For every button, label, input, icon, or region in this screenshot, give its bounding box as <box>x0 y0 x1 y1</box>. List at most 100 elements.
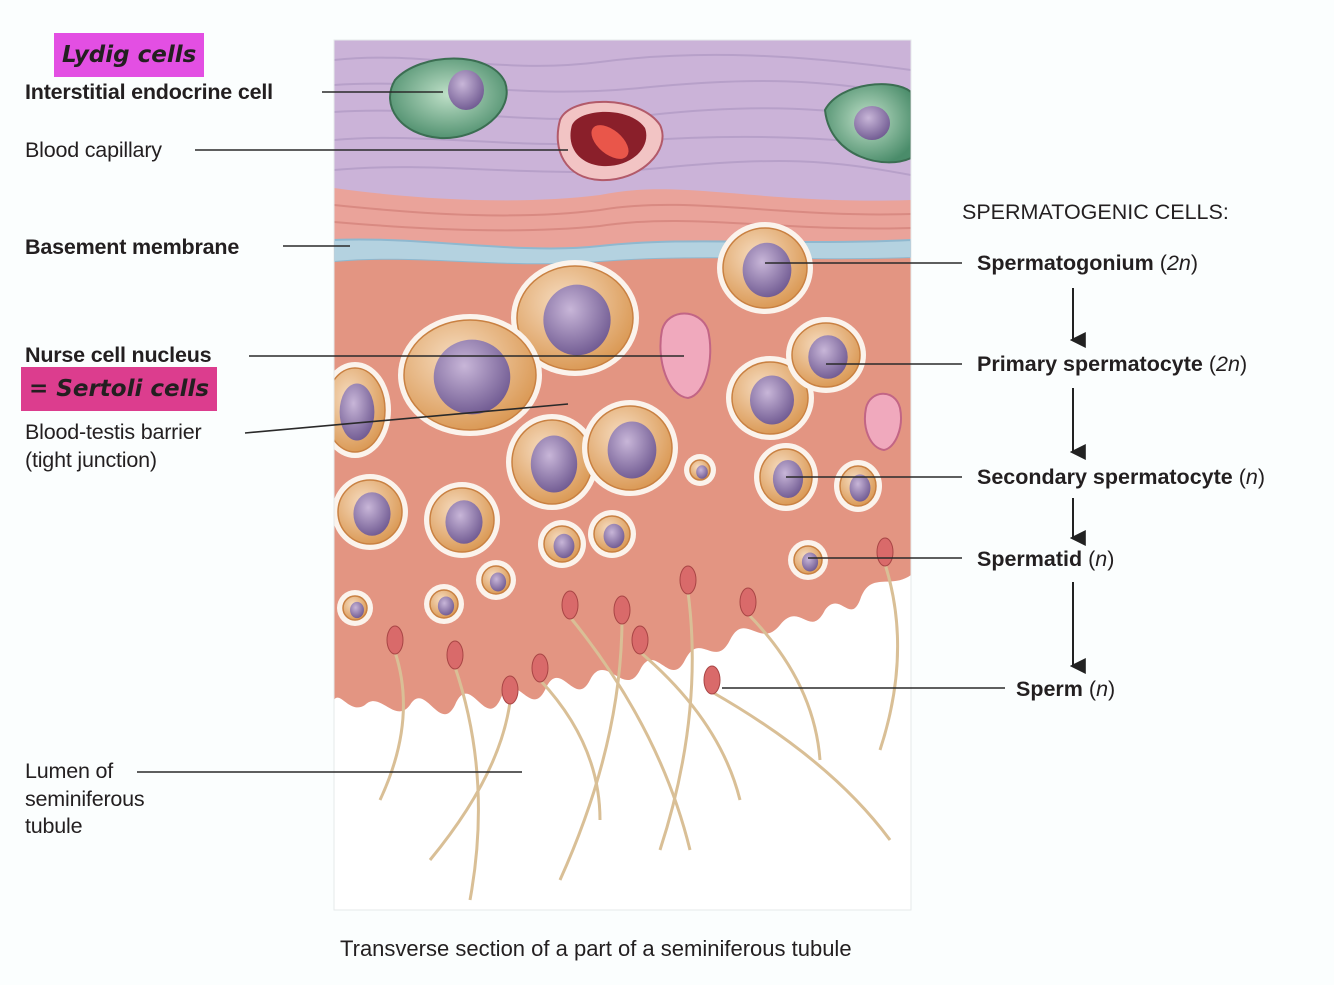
tissue-section <box>334 40 911 910</box>
germ-cell-nucleus <box>353 492 391 536</box>
label-lumen-line1: Lumen of <box>25 759 114 783</box>
sperm-tail <box>639 650 742 801</box>
sperm-head <box>501 675 519 705</box>
stage-secondary-spermatocyte: Secondary spermatocyte (n) <box>977 465 1265 490</box>
label-lumen-line2: seminiferous <box>25 787 145 811</box>
sperm-cell <box>558 595 631 881</box>
stage-ploidy: (2n) <box>1159 251 1199 275</box>
stage-name: Spermatogonium <box>977 251 1154 275</box>
germ-cell <box>588 510 636 558</box>
germ-cell-nucleus <box>603 523 625 549</box>
label-basement-membrane: Basement membrane <box>25 235 240 259</box>
germ-cell-nucleus <box>772 459 804 499</box>
sperm-head <box>631 625 649 655</box>
leader-lines <box>137 91 1005 773</box>
sperm-tail <box>378 651 405 801</box>
sperm-tail <box>453 666 480 901</box>
sperm-head <box>703 665 721 695</box>
label-lumen-line3: tubule <box>25 814 83 838</box>
sperm-tail <box>878 563 900 751</box>
germ-cell <box>726 356 814 440</box>
sperm-head <box>531 653 549 683</box>
sperm-tail <box>568 616 692 851</box>
germ-cell <box>506 414 598 510</box>
sperm-cell <box>703 665 892 841</box>
leydig-highlight: Lydig cells <box>54 33 205 77</box>
germ-cell <box>788 540 828 580</box>
wall-fibers <box>334 203 911 232</box>
germ-cell-nucleus <box>553 533 575 559</box>
sperm-tail <box>658 591 694 851</box>
germ-cell-nucleus <box>749 375 795 425</box>
sperm-head <box>446 640 464 670</box>
germ-cell <box>834 460 882 512</box>
label-blood-capillary: Blood capillary <box>25 138 162 162</box>
sperm-cell <box>428 675 519 861</box>
germ-cell <box>582 400 678 496</box>
sperm-tail <box>428 701 512 861</box>
leydig-nucleus <box>448 70 484 110</box>
stage-spermatid: Spermatid (n) <box>977 547 1114 572</box>
label-interstitial-cell: Interstitial endocrine cell <box>25 80 273 104</box>
germ-cell <box>334 362 391 458</box>
stage-ploidy: (2n) <box>1208 352 1248 376</box>
germ-cell-nucleus <box>801 552 819 572</box>
sperm-cell <box>739 587 822 761</box>
stage-ploidy: (n) <box>1088 677 1116 701</box>
sperm-cell <box>378 625 405 801</box>
germ-cell <box>398 314 542 436</box>
germ-cell <box>538 520 586 568</box>
germ-cell-nucleus <box>433 339 511 415</box>
sperm-cell <box>561 590 692 851</box>
germ-cell <box>786 317 866 393</box>
sperm-head <box>739 587 757 617</box>
germ-cell <box>424 584 464 624</box>
stage-name: Primary spermatocyte <box>977 352 1203 376</box>
red-blood-cell <box>591 125 629 159</box>
nurse-cell-nucleus <box>659 312 712 400</box>
germ-cell <box>684 454 716 486</box>
sperm-tail <box>558 621 624 881</box>
germ-cell-nucleus <box>445 500 483 544</box>
illustration-border <box>333 39 912 911</box>
sperm-head <box>613 595 631 625</box>
sperm-head <box>679 565 697 595</box>
germ-cell <box>334 474 408 550</box>
germ-cell-nucleus <box>489 572 507 592</box>
germ-cell-nucleus <box>607 421 657 479</box>
germ-cell-nucleus <box>742 242 792 298</box>
label-nurse-cell-nucleus: Nurse cell nucleus <box>25 343 212 367</box>
stage-sperm: Sperm (n) <box>1016 677 1115 702</box>
spermatogenic-cells-title: SPERMATOGENIC CELLS: <box>962 200 1229 224</box>
germ-cell <box>337 590 373 626</box>
germ-cell-nucleus <box>437 596 455 616</box>
stage-name: Sperm <box>1016 677 1083 701</box>
sperm-tails <box>378 537 900 901</box>
sperm-cell <box>658 565 697 851</box>
sperm-head <box>876 537 894 567</box>
germ-cell-nucleus <box>543 284 611 356</box>
stage-name: Secondary spermatocyte <box>977 465 1233 489</box>
sperm-cell <box>876 537 900 751</box>
germ-cell-nucleus <box>849 474 871 502</box>
label-blood-testis-barrier: Blood-testis barrier <box>25 420 202 444</box>
sertoli-highlight: = Sertoli cells <box>21 367 218 411</box>
stage-ploidy: (n) <box>1238 465 1266 489</box>
leader-barrier <box>244 403 569 434</box>
leydig-nucleus <box>854 106 890 140</box>
germ-cell-nucleus <box>808 335 848 379</box>
figure-caption: Transverse section of a part of a semini… <box>340 936 852 961</box>
germ-cell <box>424 482 500 558</box>
nurse-cell-nucleus <box>864 392 902 452</box>
sperm-cell <box>446 640 480 901</box>
stage-ploidy: (n) <box>1088 547 1115 571</box>
stage-primary-spermatocyte: Primary spermatocyte (2n) <box>977 352 1247 377</box>
germ-cell <box>476 560 516 600</box>
sperm-head <box>561 590 579 620</box>
germ-cell <box>511 260 639 376</box>
germ-cell-nucleus <box>530 435 578 493</box>
stage-name: Spermatid <box>977 547 1083 571</box>
sperm-head <box>386 625 404 655</box>
sperm-cell <box>531 653 602 821</box>
